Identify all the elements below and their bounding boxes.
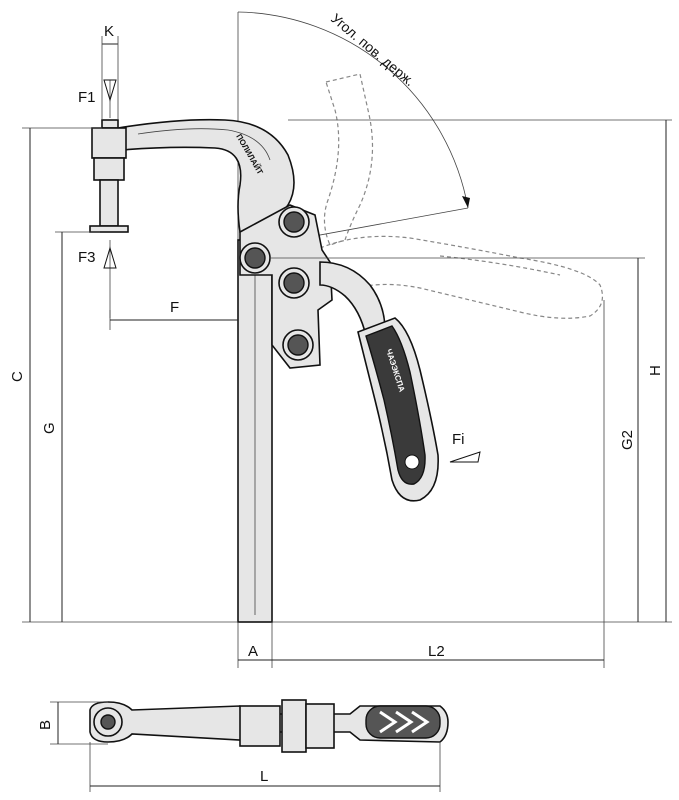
label-f: F xyxy=(170,299,179,316)
angle-label: Угол. пов. держ. xyxy=(328,10,418,89)
label-a: A xyxy=(248,643,258,660)
clamp-bar xyxy=(237,239,273,623)
label-b: B xyxy=(37,720,54,730)
force-arrows xyxy=(103,79,481,463)
clamp-handle: ЧАЭЭКСПА xyxy=(357,317,439,502)
ghost-handle-outline xyxy=(319,73,603,319)
label-k: K xyxy=(104,23,114,40)
label-c: C xyxy=(9,371,26,382)
label-g2: G2 xyxy=(619,430,636,450)
label-l2: L2 xyxy=(428,643,445,660)
clamp-arm: ПОЛИЛАЙТ xyxy=(117,118,295,233)
label-h: H xyxy=(647,365,664,376)
top-view: B L xyxy=(37,699,449,792)
mechanism-plate xyxy=(239,204,386,369)
dimension-lines xyxy=(22,36,672,668)
label-l: L xyxy=(260,768,268,785)
pressure-screw xyxy=(89,119,129,233)
label-fi: Fi xyxy=(452,431,465,448)
label-g: G xyxy=(41,422,58,434)
label-f3: F3 xyxy=(78,249,96,266)
label-f1: F1 xyxy=(78,89,96,106)
dimension-labels: K F1 F3 F C G H G2 Fi A L2 xyxy=(9,23,664,660)
